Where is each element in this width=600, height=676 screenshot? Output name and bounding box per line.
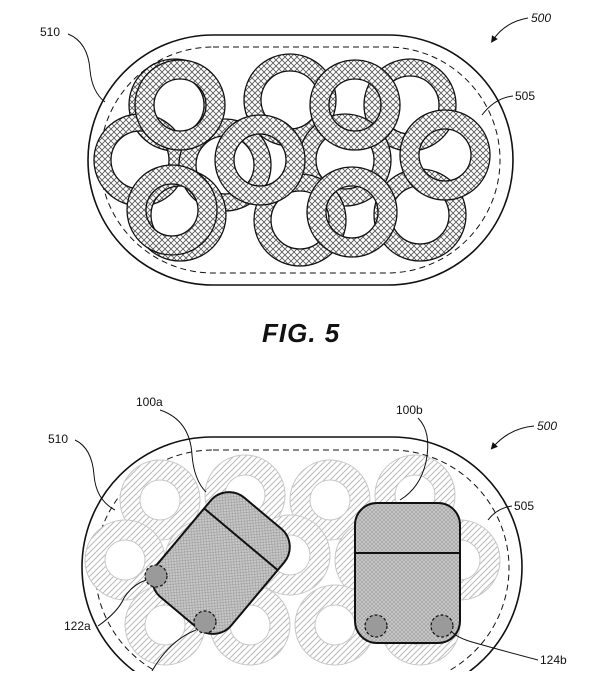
ref-500-lower-arrow: [490, 425, 535, 450]
contact-122a-second: [193, 610, 217, 634]
ref-505-lower: 505: [514, 499, 534, 513]
ref-510-upper: 510: [40, 25, 60, 39]
ring: [214, 114, 306, 206]
ref-505-upper: 505: [515, 89, 535, 103]
figure-caption: FIG. 5: [262, 318, 340, 348]
ref-122a-leader-2: [151, 629, 197, 672]
ref-510-upper-leader: [67, 33, 106, 103]
lower-figure: 500 510 505 100a 100b 122a 124b: [48, 395, 567, 676]
ref-122a: 122a: [64, 619, 91, 633]
upper-container-inner-dashed: [99, 46, 501, 274]
ref-500-upper-arrow: [491, 17, 529, 43]
ref-100b: 100b: [396, 403, 423, 417]
ref-505-lower-leader: [487, 505, 513, 521]
ref-100b-leader: [399, 417, 429, 501]
ring: [306, 166, 398, 258]
ref-100a-leader: [159, 409, 207, 493]
ref-500-lower: 500: [537, 419, 557, 433]
upper-figure: 500 510 505 FIG. 5: [40, 11, 551, 348]
ring: [134, 59, 226, 151]
contact-124b: [430, 614, 454, 638]
ref-505-upper-leader: [481, 95, 514, 116]
ref-122a-leader: [97, 579, 147, 627]
contact-124b-left: [364, 614, 388, 638]
ref-510-lower-leader: [74, 439, 116, 511]
contact-122a: [144, 564, 168, 588]
device-a: [151, 491, 291, 635]
ref-124b: 124b: [540, 653, 567, 667]
ring: [309, 59, 401, 151]
upper-ring-cluster: [93, 53, 491, 267]
ref-124b-leader: [451, 631, 539, 661]
ref-100a: 100a: [136, 395, 163, 409]
ref-500-upper: 500: [531, 11, 551, 25]
ref-510-lower: 510: [48, 432, 68, 446]
device-b: [354, 502, 461, 644]
device-a-lid-seam: [203, 507, 279, 571]
ring: [126, 164, 218, 256]
ring: [399, 109, 491, 201]
